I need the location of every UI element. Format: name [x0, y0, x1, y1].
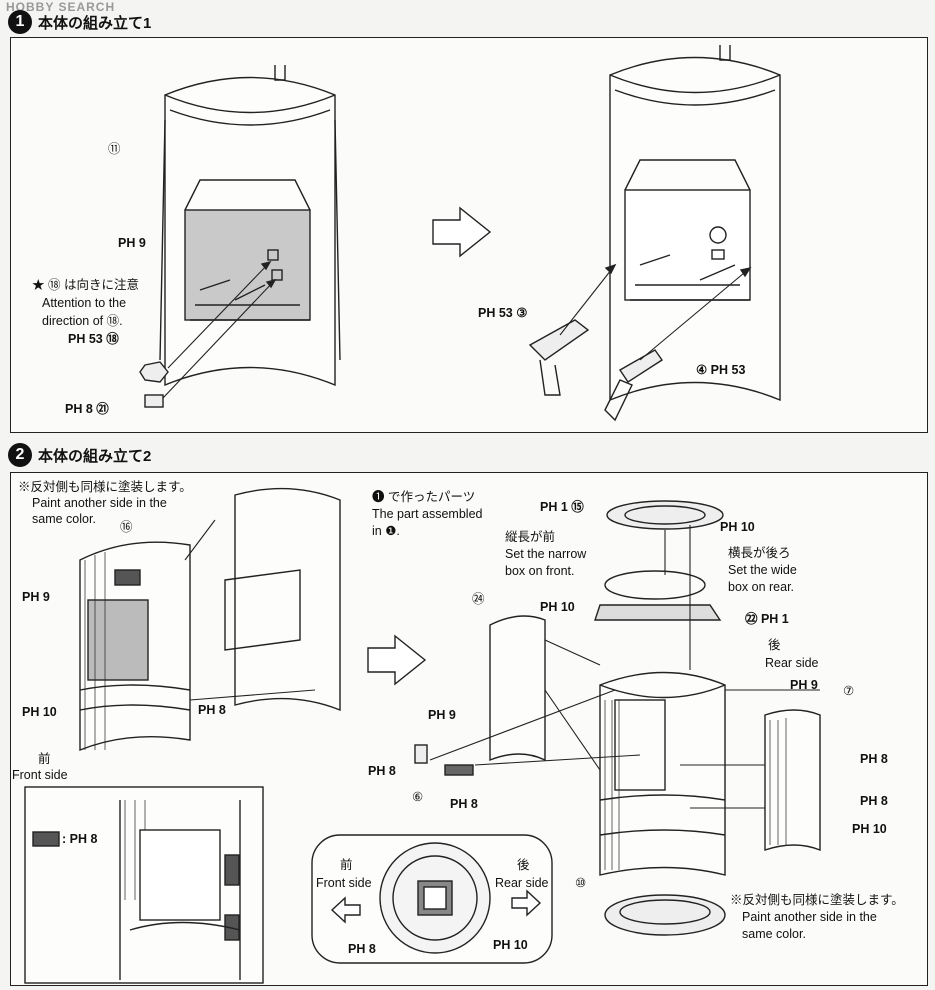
ph8-c-label: PH 8	[450, 797, 478, 811]
step2-base-ring	[604, 894, 726, 936]
bf-front-en: Front side	[316, 876, 372, 890]
paint-note-jp: ※反対側も同様に塗装します。	[18, 480, 192, 494]
step1-arrow	[432, 206, 492, 258]
ph8-d-label: PH 8	[860, 752, 888, 766]
part-6-label: ⑥	[412, 790, 424, 804]
step2-arrows	[429, 525, 820, 809]
step1-shell-right	[609, 45, 781, 402]
rear-en: Rear side	[765, 656, 819, 670]
wide-en-1: Set the wide	[728, 563, 797, 577]
narrow-en-2: box on front.	[505, 564, 575, 578]
step1-parts-left	[139, 260, 277, 408]
step1-number: 1	[8, 10, 32, 34]
step2-arrow	[367, 634, 427, 686]
step2-panel-24	[489, 615, 546, 762]
part-24-label: ㉔	[472, 592, 485, 606]
ph10-d-label: PH 10	[852, 822, 887, 836]
paint-note-en-1: Paint another side in the	[32, 496, 167, 510]
ph53-18-label: PH 53 ⑱	[68, 332, 119, 346]
bf-ph8-label: PH 8	[348, 942, 376, 956]
part-11-label: ⑪	[108, 142, 121, 156]
part-10-label: ⑩	[575, 876, 587, 890]
wide-en-2: box on rear.	[728, 580, 795, 594]
step2-lid-middle	[594, 570, 722, 621]
step2-title: 本体の組み立て2	[38, 447, 152, 465]
bf-ph10-label: PH 10	[493, 938, 528, 952]
part-16-label: ⑯	[120, 520, 133, 534]
step2-panel-7	[764, 709, 821, 852]
step1-header: 1 本体の組み立て1	[8, 10, 151, 34]
paint2-jp: ※反対側も同様に塗装します。	[730, 893, 904, 907]
p22-ph1-label: ㉒ PH 1	[745, 612, 789, 626]
step2-number: 2	[8, 443, 32, 467]
note-en-2: direction of ⑱.	[42, 314, 123, 328]
step2-lid-top	[606, 500, 724, 530]
step2-header: 2 本体の組み立て2	[8, 443, 151, 467]
part1-jp: ❶ で作ったパーツ	[372, 490, 476, 504]
ph9-label: PH 9	[118, 236, 146, 250]
part1-en-2: in ❶.	[372, 524, 400, 538]
bf-rear-arrow	[511, 889, 542, 917]
legend-swatch	[32, 831, 60, 847]
legend-label: : PH 8	[62, 832, 98, 846]
front-jp: 前	[38, 752, 51, 766]
bf-rear-jp: 後	[517, 858, 530, 872]
ph8-a-label: PH 8	[198, 703, 226, 717]
ph8-e-label: PH 8	[860, 794, 888, 808]
part1-en-1: The part assembled	[372, 507, 483, 521]
ph9-b-label: PH 9	[790, 678, 818, 692]
note-en-1: Attention to the	[42, 296, 127, 310]
ph10-b-label: PH 10	[720, 520, 755, 534]
paint2-en-2: same color.	[742, 927, 806, 941]
rear-jp: 後	[768, 638, 781, 652]
bf-front-jp: 前	[340, 858, 353, 872]
step2-small-parts	[414, 744, 474, 776]
narrow-en-1: Set the narrow	[505, 547, 587, 561]
wide-jp: 横長が後ろ	[728, 546, 791, 560]
ph8-21-label: PH 8 ㉑	[65, 402, 109, 416]
bf-rear-en: Rear side	[495, 876, 549, 890]
ph9-a-label: PH 9	[22, 590, 50, 604]
step2-body-right	[599, 671, 726, 876]
note-jp: ★ ⑱ は向きに注意	[32, 278, 139, 292]
step1-shell-left	[159, 65, 341, 387]
ph8-b-label: PH 8	[368, 764, 396, 778]
narrow-jp: 縦長が前	[505, 530, 556, 544]
paint2-en-1: Paint another side in the	[742, 910, 877, 924]
step1-parts-right	[528, 263, 752, 422]
p4-ph53-label: ④ PH 53	[696, 363, 746, 377]
part-7-label: ⑦	[843, 684, 855, 698]
ph9-c-label: PH 9	[428, 708, 456, 722]
detail-drawing	[119, 800, 241, 980]
front-en: Front side	[12, 768, 68, 782]
ph10-a-label: PH 10	[22, 705, 57, 719]
ph10-c-label: PH 10	[540, 600, 575, 614]
paint-note-en-2: same color.	[32, 512, 96, 526]
step1-title: 本体の組み立て1	[38, 14, 152, 32]
step2-shell-left	[79, 487, 341, 752]
ph53-3-label: PH 53 ③	[478, 306, 528, 320]
bf-front-arrow	[330, 896, 361, 924]
watermark: HOBBY SEARCH	[6, 0, 116, 14]
ph1-15-label: PH 1 ⑮	[540, 500, 584, 514]
base-bottom-view	[379, 842, 491, 954]
